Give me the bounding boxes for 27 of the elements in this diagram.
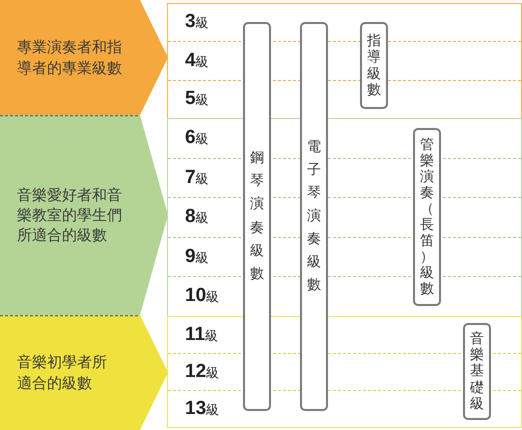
chevron-band (0, 115, 168, 315)
grade-label: 4級 (185, 48, 209, 73)
grade-label: 10級 (185, 284, 220, 308)
chevron-band (0, 0, 168, 115)
grade-label: 9級 (185, 244, 209, 269)
vertical-label: 管樂演奏（長笛）級數 (420, 136, 434, 298)
vertical-label-box (300, 22, 328, 411)
vertical-label-box (413, 128, 441, 306)
band-label: 音樂愛好者和音樂教室的學生們所適合的級數 (17, 184, 123, 246)
band-label: 音樂初學者所適合的級數 (17, 352, 108, 393)
vertical-label: 電子琴演奏級數 (307, 138, 321, 296)
grade-label: 6級 (185, 126, 209, 150)
grade-label: 12級 (185, 360, 220, 384)
grade-label: 13級 (185, 396, 220, 421)
vertical-label-box (243, 22, 271, 411)
grade-label: 5級 (185, 87, 209, 112)
vertical-label: 鋼琴演奏級數 (250, 149, 264, 284)
vertical-label-box (360, 22, 388, 109)
grade-label: 7級 (185, 166, 209, 190)
vertical-label: 指導級數 (367, 33, 381, 98)
grade-label: 8級 (185, 205, 209, 230)
band-label: 專業演奏者和指導者的專業級數 (17, 37, 123, 78)
chevron-band (0, 315, 168, 430)
grade-label: 11級 (185, 322, 218, 347)
grade-label: 3級 (185, 10, 209, 34)
vertical-label: 音樂基礎級 (470, 331, 484, 412)
vertical-label-box (463, 323, 491, 420)
